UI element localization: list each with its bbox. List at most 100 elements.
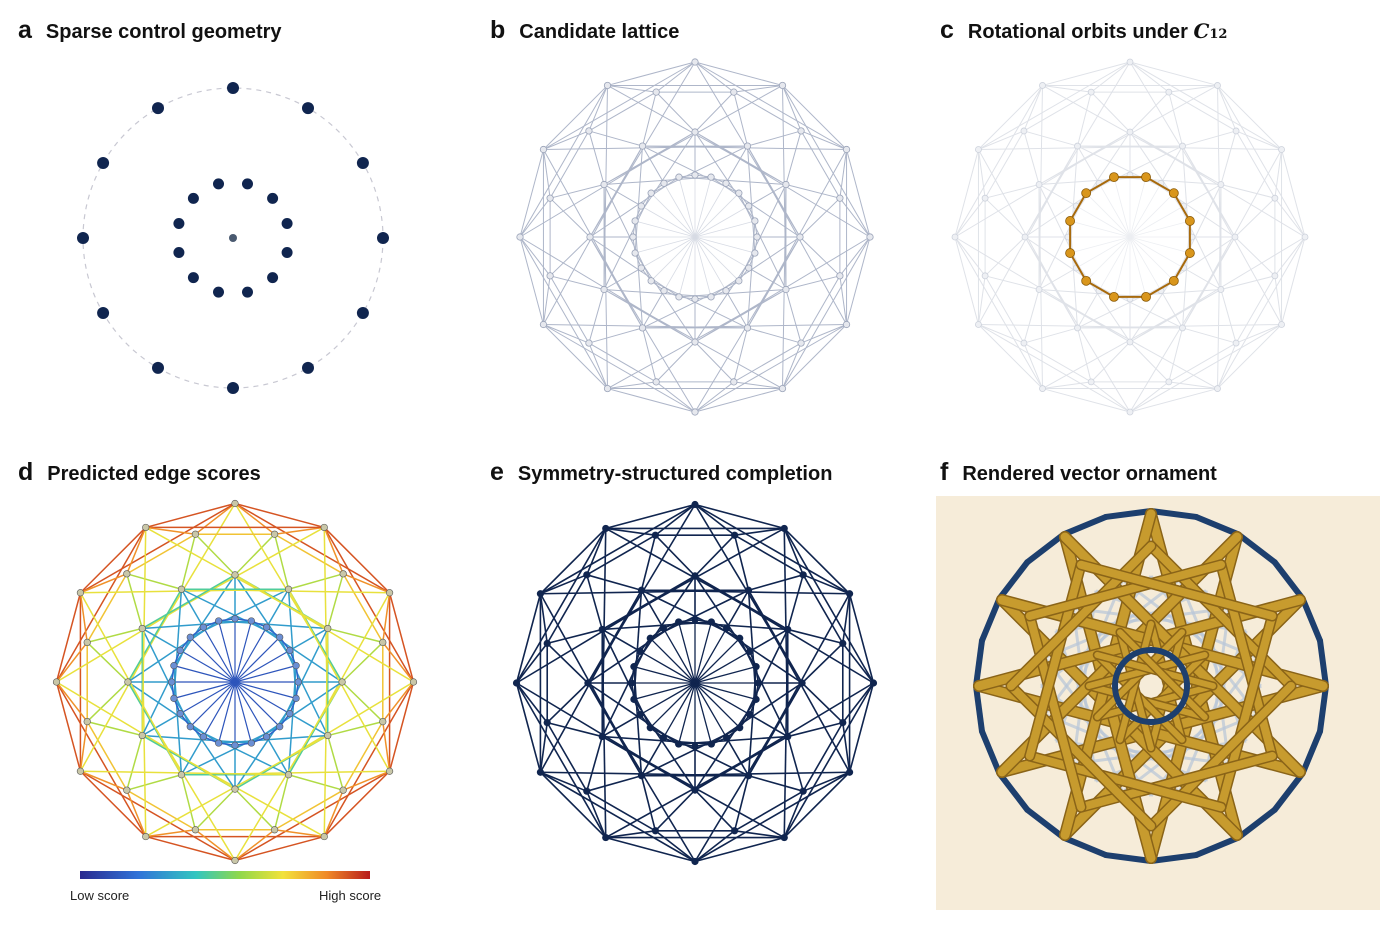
scored-node (52, 678, 61, 686)
lattice-edge (1235, 324, 1282, 344)
lattice-node (743, 142, 752, 150)
completed-spoke (639, 682, 696, 716)
scored-edge (289, 712, 329, 737)
lattice-edge (799, 236, 841, 277)
lattice-node (546, 194, 554, 202)
scored-edge (55, 681, 147, 837)
scored-node (191, 530, 200, 538)
scored-edge (55, 681, 82, 772)
completed-edge (841, 722, 851, 773)
lattice-node (546, 272, 554, 280)
outer-blue-band (1271, 559, 1306, 602)
lattice-node (647, 277, 655, 285)
completed-spoke (649, 682, 696, 729)
lattice-node (691, 128, 699, 136)
lattice-edge (549, 197, 591, 238)
orbit-edge (1172, 252, 1191, 282)
lattice-edge (694, 61, 847, 150)
lattice-node (1039, 82, 1046, 89)
lattice-edge (694, 61, 783, 86)
completed-edge (515, 682, 548, 724)
scored-edge (86, 681, 129, 723)
scored-edge (234, 533, 276, 576)
lattice-node (516, 233, 524, 241)
lattice-node (585, 339, 593, 347)
lattice-edge (748, 184, 787, 207)
lattice-node (836, 272, 844, 280)
lattice-spoke (1098, 183, 1131, 238)
scored-node (168, 678, 176, 686)
lattice-edge (1042, 84, 1092, 93)
completed-node (736, 724, 744, 732)
outer-blue-band (978, 595, 1003, 644)
lattice-node (751, 217, 759, 225)
scored-edge (126, 789, 147, 837)
scored-node (270, 826, 279, 834)
scored-node (231, 741, 239, 749)
lattice-edge (543, 85, 608, 150)
completed-node (744, 772, 753, 780)
lattice-edge (1023, 130, 1040, 185)
completed-edge (601, 628, 641, 653)
scored-node (215, 739, 223, 747)
scored-edge (145, 526, 196, 535)
lattice-edge (978, 130, 1025, 150)
orbit-edge (1069, 252, 1088, 282)
scored-node (231, 615, 239, 623)
lattice-spoke (694, 236, 755, 254)
completed-edge (605, 503, 696, 530)
scored-edge (80, 502, 236, 594)
completed-node (675, 618, 683, 626)
lattice-node (778, 384, 787, 393)
lattice-node (660, 287, 668, 295)
lattice-edge (1168, 327, 1183, 383)
outer-blue-band (1271, 770, 1306, 813)
lattice-node (1126, 408, 1134, 416)
lattice-edge (1129, 388, 1218, 413)
lattice-edge (846, 236, 871, 325)
lattice-edge (1039, 176, 1147, 185)
lattice-edge (549, 275, 590, 344)
outer-blue-band (1148, 852, 1200, 864)
scored-node (294, 678, 302, 686)
completed-spoke (662, 682, 696, 739)
lattice-edge (1090, 91, 1131, 133)
scored-node (231, 785, 239, 793)
lattice-edge (1129, 341, 1170, 383)
completed-node (651, 827, 660, 835)
lattice-node (1232, 339, 1240, 347)
completed-edge (640, 535, 657, 591)
lattice-edge (655, 381, 696, 413)
lattice-edge (839, 197, 871, 238)
lattice-edge (549, 236, 591, 277)
scored-node (231, 856, 239, 865)
scored-node (284, 771, 293, 779)
lattice-edge (1168, 84, 1218, 93)
completed-spoke (633, 666, 696, 684)
lattice-spoke (1076, 236, 1131, 269)
scored-node (142, 832, 150, 841)
lattice-edge (588, 289, 605, 344)
scored-node (186, 723, 194, 731)
scored-edge (288, 774, 344, 791)
outer-blue-band (1317, 637, 1329, 689)
lattice-spoke (1129, 183, 1162, 238)
lattice-edge (607, 84, 657, 93)
completed-edge (748, 774, 804, 792)
lattice-spoke (694, 192, 740, 238)
lattice-spoke (1098, 236, 1131, 291)
completed-node (752, 663, 760, 671)
completed-edge (694, 503, 785, 530)
lattice-spoke (663, 183, 696, 238)
lattice-edge (839, 149, 848, 199)
completed-node (630, 695, 638, 703)
completed-edge (786, 574, 804, 630)
completed-node (637, 772, 646, 780)
outer-control-point (302, 361, 314, 374)
panel-b-heading: b Candidate lattice (490, 16, 679, 45)
outer-blue-band (1317, 683, 1329, 735)
lattice-edge (954, 197, 986, 238)
lattice-edge (978, 324, 1043, 389)
scored-spoke (234, 626, 268, 683)
completed-edge (786, 736, 804, 792)
